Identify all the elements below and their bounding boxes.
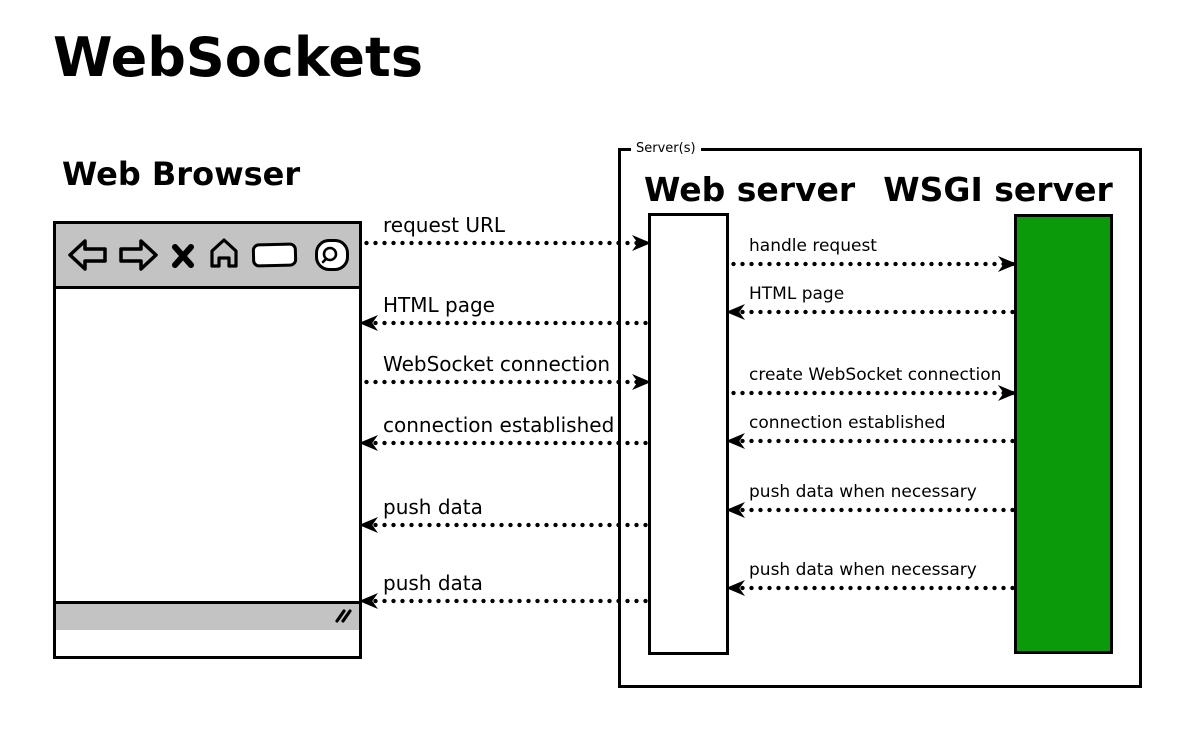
dotted-arrow-right [729, 385, 1017, 401]
dotted-arrow-left [359, 517, 648, 533]
dotted-arrow-right [362, 374, 651, 390]
search-icon [321, 246, 338, 264]
message-label: HTML page [383, 293, 495, 317]
browser-toolbar [56, 224, 359, 289]
message-html-page: HTML page [359, 293, 648, 331]
browser-statusbar [56, 601, 359, 630]
message-label: handle request [749, 236, 877, 256]
dotted-arrow-left [726, 502, 1014, 518]
message-push-data-1: push data [359, 495, 648, 533]
message-connection-established: connection established [359, 413, 648, 451]
browser-window [53, 221, 362, 659]
web-server-heading: Web server [644, 170, 856, 209]
message-request-url: request URL [362, 213, 651, 251]
message-connection-established-internal: connection established [726, 411, 1014, 449]
dotted-arrow-left [359, 435, 648, 451]
servers-group-legend: Server(s) [631, 141, 701, 156]
web-browser-heading: Web Browser [62, 155, 301, 193]
dotted-arrow-left [726, 580, 1014, 596]
dotted-arrow-right [729, 256, 1017, 272]
dotted-arrow-left [359, 593, 648, 609]
wsgi-server-lifeline [1014, 214, 1113, 654]
resize-grip-icon [335, 609, 352, 623]
home-icon [210, 238, 238, 268]
address-bar [251, 242, 298, 268]
message-label: connection established [383, 413, 615, 437]
message-push-data-2: push data [359, 571, 648, 609]
message-label: push data [383, 495, 483, 519]
message-label: create WebSocket connection [749, 365, 1002, 385]
dotted-arrow-right [362, 235, 651, 251]
dotted-arrow-left [726, 433, 1014, 449]
message-push-data-when-necessary-2: push data when necessary [726, 558, 1014, 596]
search-box [315, 239, 349, 271]
web-server-lifeline [648, 213, 729, 655]
message-label: connection established [749, 413, 946, 433]
message-websocket-connection: WebSocket connection [362, 352, 651, 390]
message-push-data-when-necessary-1: push data when necessary [726, 480, 1014, 518]
message-label: HTML page [749, 284, 845, 304]
forward-arrow-icon [119, 239, 158, 271]
browser-viewport [56, 289, 359, 601]
message-html-page-internal: HTML page [726, 282, 1014, 320]
message-handle-request: handle request [729, 234, 1017, 272]
wsgi-server-heading: WSGI server [883, 170, 1113, 209]
message-label: push data when necessary [749, 560, 977, 580]
dotted-arrow-left [359, 315, 648, 331]
message-label: WebSocket connection [383, 352, 611, 376]
message-label: push data when necessary [749, 482, 977, 502]
message-label: request URL [383, 213, 506, 237]
close-icon [172, 244, 194, 268]
dotted-arrow-left [726, 304, 1014, 320]
page-title: WebSockets [53, 26, 423, 89]
message-create-websocket-connection: create WebSocket connection [729, 363, 1017, 401]
message-label: push data [383, 571, 483, 595]
back-arrow-icon [68, 239, 107, 271]
